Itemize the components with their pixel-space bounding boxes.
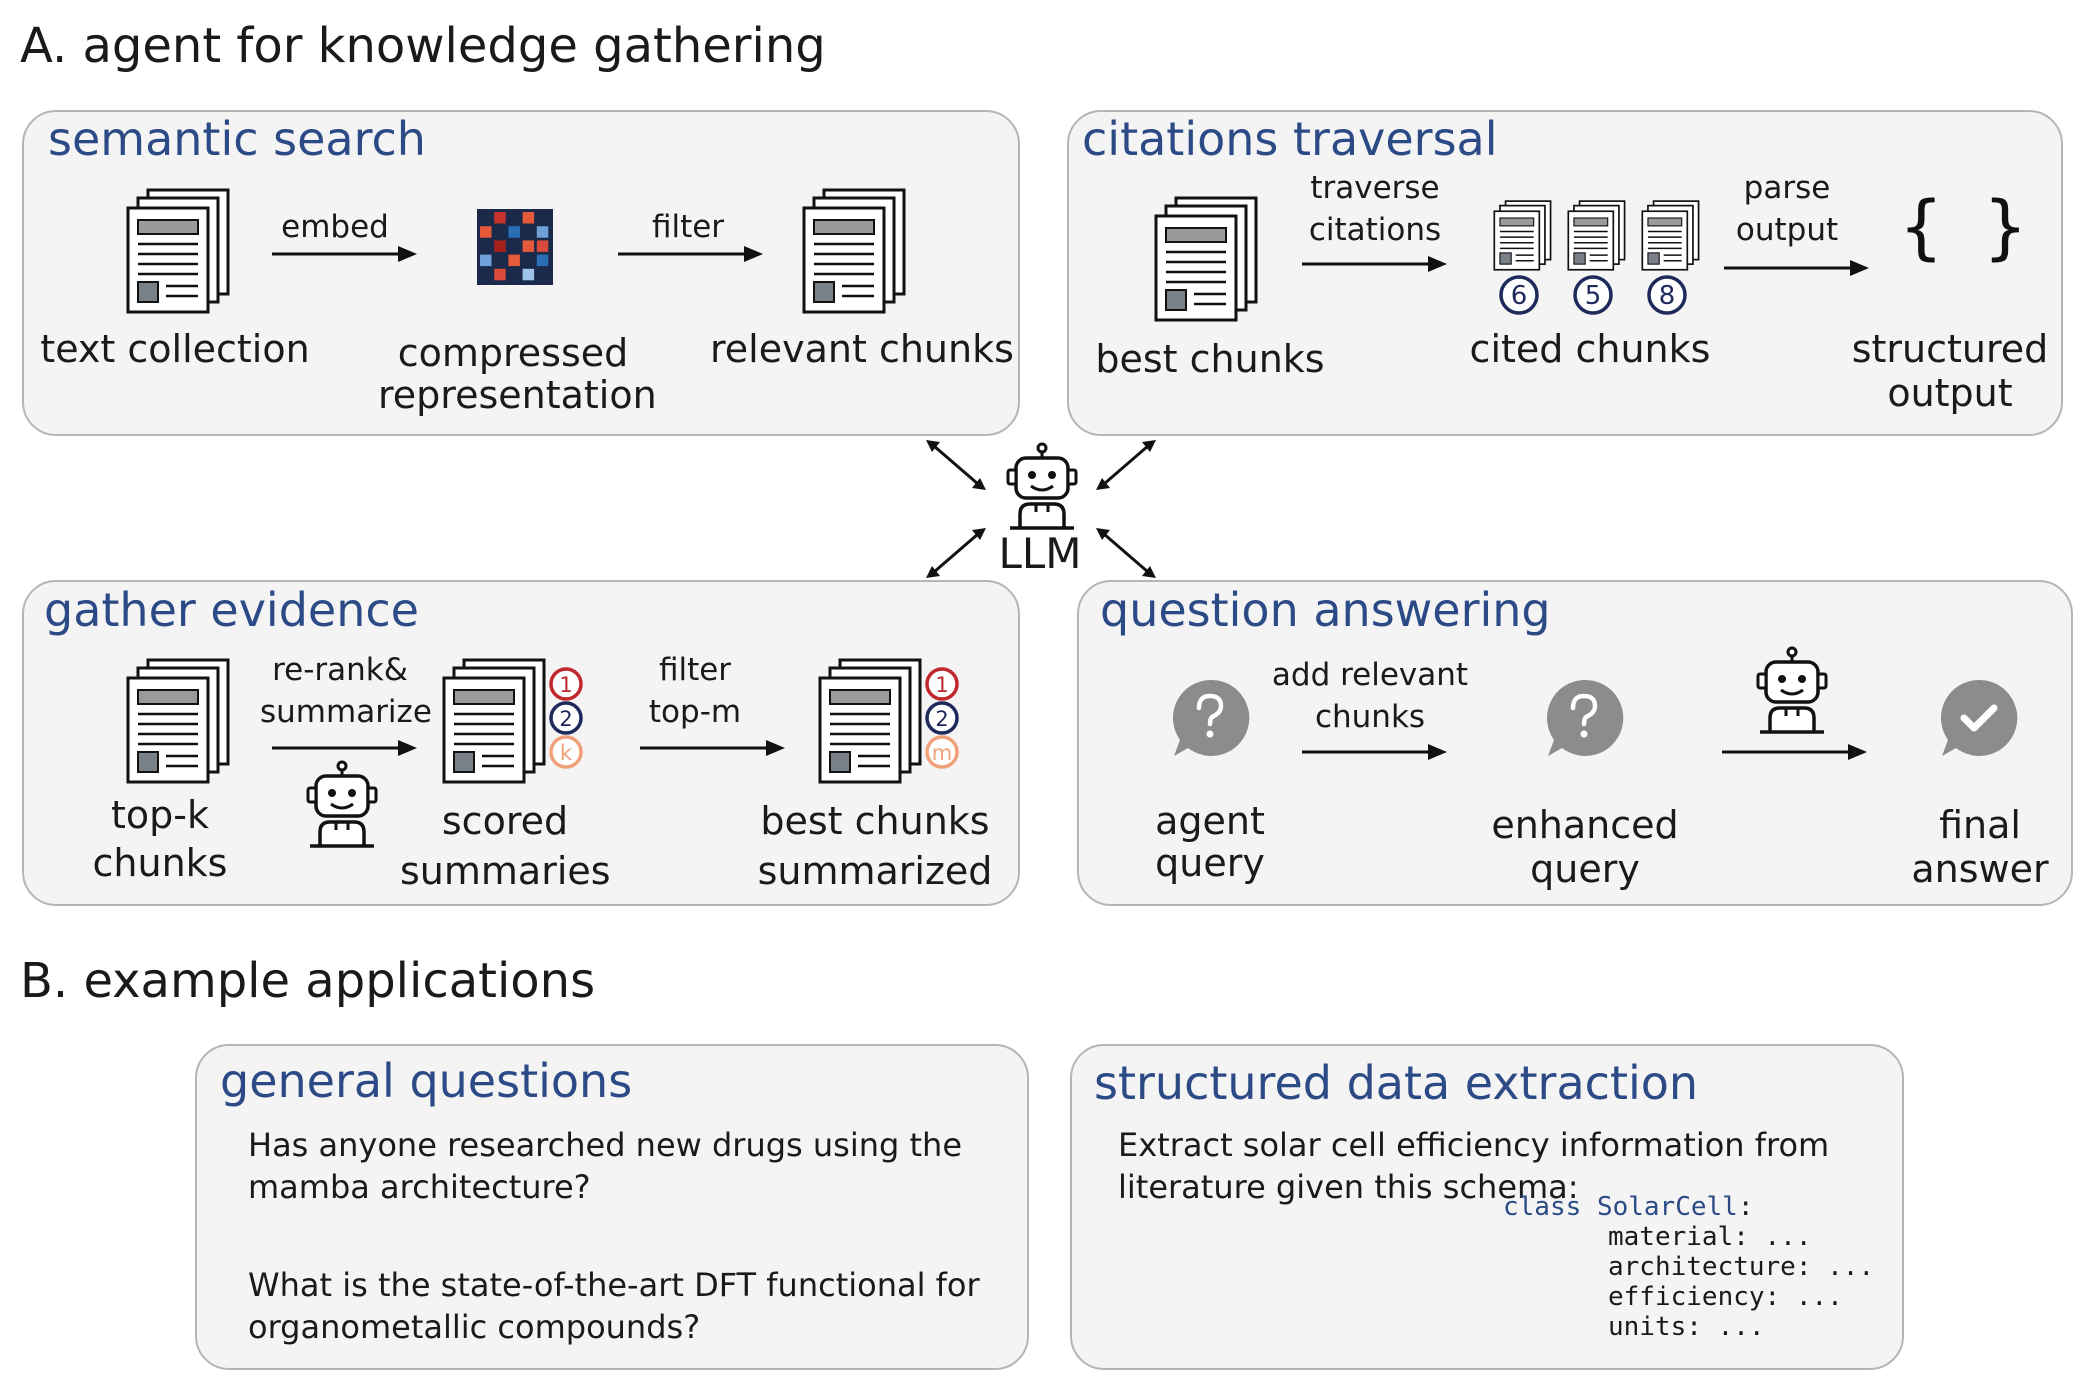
document-stack-icon [126,188,230,314]
add-relevant-label-2: chunks [1314,699,1426,735]
cited-chunks-label: cited chunks [1469,327,1711,371]
check-bubble-icon [1940,679,2018,756]
topk-label-2: chunks [92,841,228,885]
rank-badges: 1 2 m [925,667,959,769]
bidirectional-arrow-icon [1096,440,1156,490]
citation-badge: 6 [1499,275,1539,315]
rank-badge-text: 1 [935,673,948,697]
code-keyword: class [1503,1192,1582,1222]
rank-badges: 1 2 k [549,667,583,769]
question-bubble-icon [1546,679,1624,756]
final-answer-label-2: answer [1911,847,2049,891]
filter-label: filter [651,209,725,245]
schema-class-line: class SolarCell: [1503,1192,1753,1223]
filter-topm-label-2: top-m [648,694,742,730]
document-stack-icon [1493,200,1552,271]
structured-output-label-2: output [1887,371,2013,415]
rerank-label-2: summarize [260,694,432,730]
robot-icon [306,760,378,848]
schema-field: architecture: ... [1608,1252,1875,1282]
general-question-1: Has anyone researched new drugs using th… [248,1126,963,1206]
document-stack-icon [818,658,922,784]
curly-braces-icon: { } [1900,186,2027,268]
document-stack-icon [126,658,230,784]
compressed-label-1: compressed [397,331,629,375]
traverse-label-1: traverse [1310,170,1440,206]
code-colon: : [1737,1192,1754,1222]
citations-traversal-title: citations traversal [1082,112,1498,166]
add-relevant-label-1: add relevant [1271,657,1469,693]
document-stack-icon [442,658,546,784]
final-answer-label-1: final [1939,803,2021,847]
code-class-name: SolarCell [1596,1192,1738,1222]
agent-query-label-1: agent [1155,799,1265,843]
scored-label-1: scored [441,799,569,843]
traverse-label-2: citations [1308,212,1442,248]
heatmap-icon [477,209,553,285]
relevant-chunks-label: relevant chunks [710,327,1014,371]
document-stack-icon [1567,200,1626,271]
gather-evidence-title: gather evidence [44,583,419,637]
rank-badge-text: 2 [559,707,572,731]
document-stack-icon [802,188,906,314]
general-questions-panel [195,1044,1029,1370]
question-bubble-icon [1172,679,1250,756]
agent-query-label-2: query [1155,841,1265,885]
section-a-title: A. agent for knowledge gathering [20,18,826,74]
general-questions-title: general questions [220,1054,633,1108]
rank-badge-text: k [560,741,573,765]
general-question-2: What is the state-of-the-art DFT functio… [248,1266,980,1346]
filter-topm-arrow [640,740,785,756]
best-summarized-label-2: summarized [757,849,993,893]
rank-badge-text: 2 [935,707,948,731]
embed-arrow [272,246,417,262]
parse-label-2: output [1735,212,1839,248]
best-chunks-label: best chunks [1095,337,1325,381]
bidirectional-arrow-icon [1096,528,1156,578]
bidirectional-arrow-icon [926,528,986,578]
llm-label: LLM [998,529,1082,578]
filter-topm-label-1: filter [658,652,732,688]
question-answering-title: question answering [1100,583,1551,637]
enhanced-query-label-2: query [1530,847,1640,891]
citation-badge-text: 5 [1585,281,1602,311]
parse-label-1: parse [1743,170,1831,206]
citation-badge: 5 [1573,275,1613,315]
parse-arrow [1724,260,1869,276]
schema-field: units: ... [1608,1312,1765,1342]
add-relevant-arrow [1302,744,1447,760]
rerank-arrow [272,740,417,756]
rank-badge-text: 1 [559,673,572,697]
citation-badge-text: 6 [1511,281,1528,311]
structured-extraction-panel [1070,1044,1904,1370]
citation-badge: 8 [1647,275,1687,315]
topk-label-1: top-k [111,793,209,837]
text-collection-label: text collection [40,327,310,371]
best-summarized-label-1: best chunks [760,799,990,843]
robot-icon [1756,646,1828,734]
embed-label: embed [281,209,389,245]
scored-label-2: summaries [400,849,611,893]
rank-badge-text: m [932,741,952,765]
structured-extraction-title: structured data extraction [1094,1056,1699,1110]
filter-arrow [618,246,763,262]
section-b-title: B. example applications [20,953,596,1009]
traverse-arrow [1302,256,1447,272]
extraction-prompt: Extract solar cell efficiency informatio… [1118,1126,1830,1206]
document-stack-icon [1154,196,1258,322]
schema-field: material: ... [1608,1222,1812,1252]
compressed-label-2: representation [378,373,657,417]
bidirectional-arrow-icon [926,440,986,490]
structured-output-label-1: structured [1851,327,2049,371]
document-stack-icon [1641,200,1700,271]
rerank-label-1: re-rank& [272,652,408,688]
robot-icon [1006,442,1078,530]
citation-badge-text: 8 [1659,281,1676,311]
semantic-search-title: semantic search [48,112,426,166]
enhanced-query-label-1: enhanced [1491,803,1679,847]
answer-arrow [1722,744,1867,760]
schema-field: efficiency: ... [1608,1282,1843,1312]
